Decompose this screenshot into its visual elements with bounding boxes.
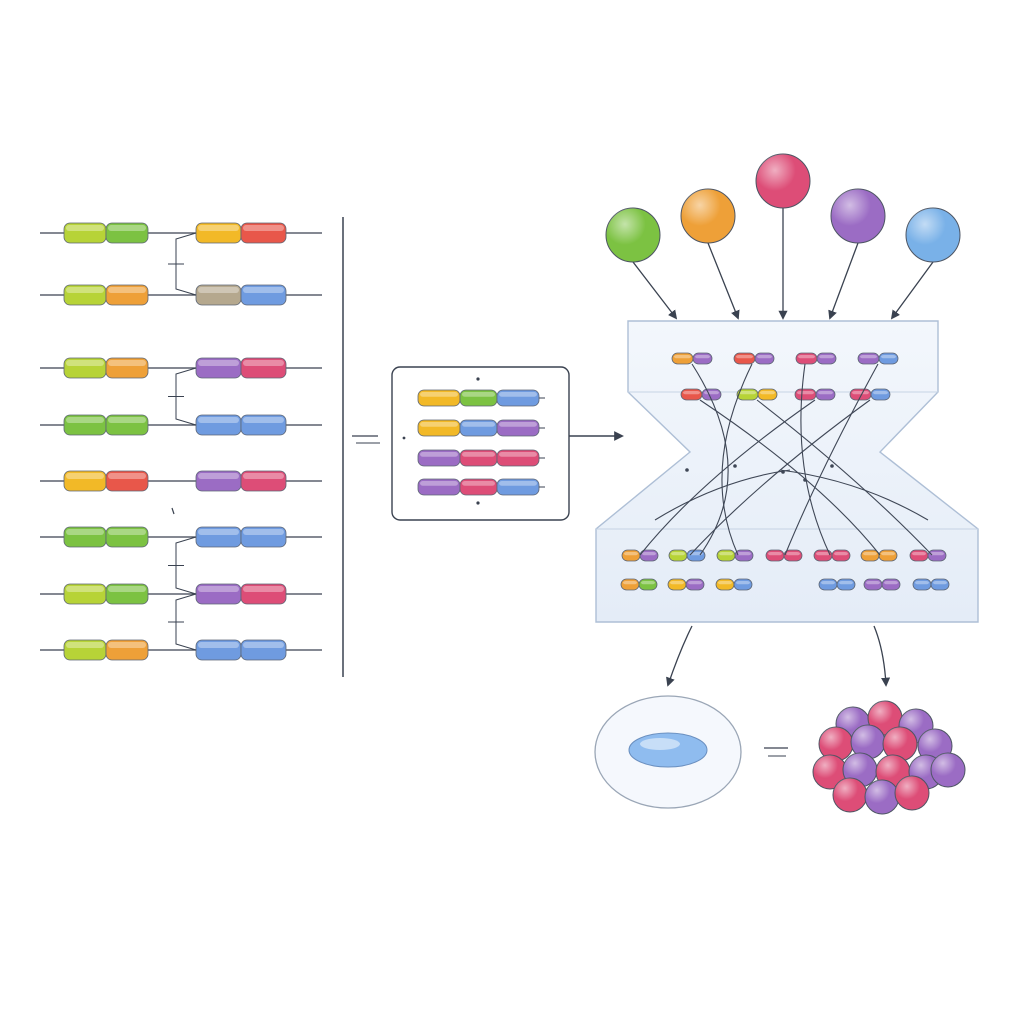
- integration-wire: [639, 399, 816, 556]
- gene-segment: [240, 583, 287, 605]
- gene-segment: [105, 639, 149, 661]
- encoded-row: [417, 449, 545, 467]
- feature-segment: [692, 352, 713, 365]
- feature-segment: [881, 578, 901, 591]
- gene-segment: [240, 639, 287, 661]
- gene-segment: [240, 357, 287, 379]
- gene-segment: [240, 526, 287, 548]
- feature-segment: [816, 352, 837, 365]
- wire-node: [685, 468, 689, 472]
- gene-pair-row: [40, 583, 322, 605]
- encoded-row: [417, 419, 545, 437]
- gene-segment: [105, 470, 149, 492]
- gene-pair-row: [40, 222, 322, 244]
- feature-segment: [909, 549, 929, 562]
- dot-mark: [402, 436, 406, 440]
- gene-segment: [240, 470, 287, 492]
- feature-segment: [930, 578, 950, 591]
- feature-segment: [754, 352, 775, 365]
- integration-wire: [779, 469, 929, 521]
- feature-segment: [638, 578, 658, 591]
- feature-segment: [870, 388, 891, 401]
- feature-segment: [680, 388, 703, 401]
- feature-segment: [716, 549, 736, 562]
- integration-wire: [800, 363, 831, 556]
- feature-segment: [927, 549, 947, 562]
- feature-segment: [849, 388, 872, 401]
- wire-node: [830, 464, 834, 468]
- input-arrow: [890, 261, 934, 320]
- integration-prism: [595, 320, 979, 623]
- integration-wire: [654, 469, 791, 521]
- cell-nucleus: [628, 732, 708, 768]
- encoded-row: [417, 389, 545, 407]
- feature-segment: [878, 549, 898, 562]
- integration-wire: [691, 363, 729, 556]
- gene-pair-row: [40, 357, 322, 379]
- feature-segment: [765, 549, 785, 562]
- feature-segment: [667, 578, 687, 591]
- gene-pair-list: [40, 222, 322, 661]
- feature-segment: [733, 352, 756, 365]
- gene-pair-row: [40, 470, 322, 492]
- gene-pair-row: [40, 639, 322, 661]
- feature-segment: [795, 352, 818, 365]
- output-arrow: [666, 625, 693, 687]
- feature-segment: [836, 578, 856, 591]
- input-arrow: [707, 242, 740, 320]
- feature-segment: [668, 549, 688, 562]
- feature-segment: [831, 549, 851, 562]
- encoding-box: [352, 366, 624, 521]
- gene-pair-row: [40, 284, 322, 306]
- gene-segment: [105, 284, 149, 306]
- feature-segment: [857, 352, 880, 365]
- wire-node: [733, 464, 737, 468]
- feature-segment: [818, 578, 838, 591]
- feature-segment: [685, 578, 705, 591]
- gene-segment: [105, 526, 149, 548]
- gene-segment: [105, 222, 149, 244]
- integration-wire: [689, 399, 871, 556]
- gene-segment: [240, 222, 287, 244]
- wire-node: [803, 478, 807, 482]
- feature-segment: [794, 388, 817, 401]
- input-arrow: [632, 261, 678, 320]
- feature-segment: [671, 352, 694, 365]
- feature-segment: [734, 549, 754, 562]
- gene-pair-row: [40, 414, 322, 436]
- feature-segment: [621, 549, 641, 562]
- feature-segment: [813, 549, 833, 562]
- integration-panel: [595, 153, 979, 623]
- feature-segment: [878, 352, 899, 365]
- gene-segment: [105, 583, 149, 605]
- dot-mark: [476, 501, 480, 505]
- integration-wire: [784, 363, 879, 556]
- integration-wire: [721, 363, 753, 556]
- gene-segment: [105, 357, 149, 379]
- feature-segment: [783, 549, 803, 562]
- gene-segment: [240, 284, 287, 306]
- integration-wire: [756, 399, 933, 556]
- feature-segment: [639, 549, 659, 562]
- encoded-row: [417, 478, 545, 496]
- feature-segment: [733, 578, 753, 591]
- feature-segment: [620, 578, 640, 591]
- wire-node: [781, 470, 785, 474]
- feature-segment: [815, 388, 836, 401]
- gene-segment: [240, 414, 287, 436]
- feature-segment: [860, 549, 880, 562]
- output-arrow: [873, 625, 891, 687]
- outputs: [594, 625, 966, 815]
- dot-mark: [476, 377, 480, 381]
- feature-segment: [863, 578, 883, 591]
- gene-pair-row: [40, 526, 322, 548]
- feature-segment: [715, 578, 735, 591]
- input-arrow: [828, 242, 859, 320]
- feature-segment: [912, 578, 932, 591]
- tick-mark: [171, 507, 175, 515]
- feature-segment: [757, 388, 778, 401]
- gene-segment: [105, 414, 149, 436]
